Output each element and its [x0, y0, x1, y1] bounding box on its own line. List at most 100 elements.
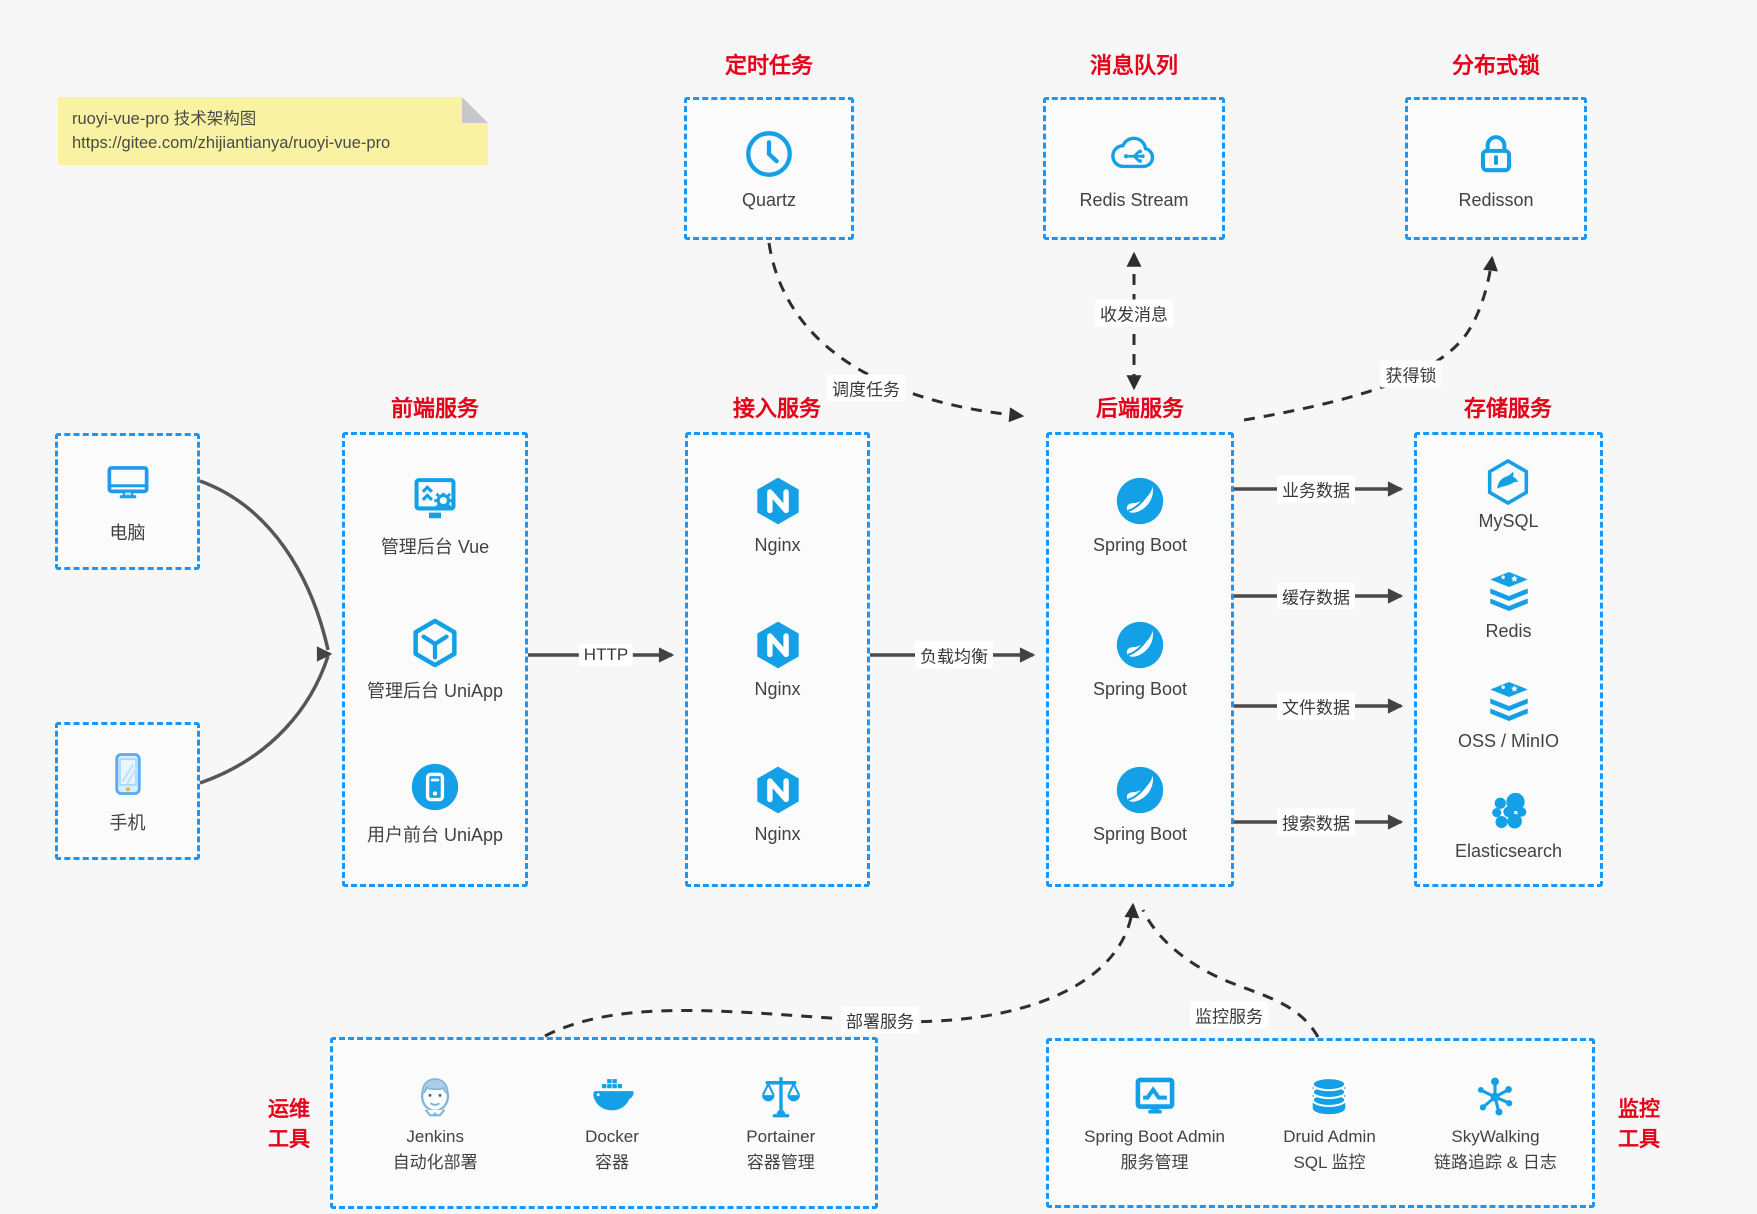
node-label: Spring Boot: [1092, 823, 1188, 844]
jenkins-icon: [410, 1072, 460, 1122]
nginx-icon: [751, 474, 805, 528]
docker-icon: [587, 1072, 637, 1122]
node-druid-admin: Druid Admin SQL 监控: [1283, 1072, 1376, 1174]
group-title-line: 运维: [268, 1098, 310, 1121]
edge-label-deploy: 部署服务: [841, 1006, 919, 1034]
node-quartz: Quartz: [684, 97, 854, 240]
node-label: Nginx: [754, 679, 801, 700]
node-admin-uniapp: 管理后台 UniApp: [367, 616, 503, 703]
edge-label-load-balance: 负载均衡: [915, 641, 993, 669]
database-icon: [1304, 1072, 1354, 1122]
node-spring-boot-admin: Spring Boot Admin 服务管理: [1084, 1072, 1225, 1174]
spring-boot-icon: [1113, 763, 1167, 817]
mysql-icon: [1483, 457, 1533, 507]
edge-label-schedule-task: 调度任务: [827, 374, 905, 402]
group-title-message-queue: 消息队列: [1089, 53, 1179, 78]
node-springboot-2: Spring Boot: [1093, 618, 1187, 700]
portainer-icon: [756, 1072, 806, 1122]
edge-label-acquire-lock: 获得锁: [1380, 360, 1442, 388]
uniapp-hexagon-icon: [408, 616, 462, 670]
elasticsearch-icon: [1483, 787, 1533, 837]
node-sublabel: 容器: [594, 1153, 629, 1172]
group-backend: Spring Boot Spring Boot Spring Boot: [1046, 432, 1234, 887]
desktop-icon: [102, 458, 154, 510]
node-nginx-3: Nginx: [751, 763, 805, 845]
node-label: Jenkins: [406, 1127, 464, 1146]
nginx-icon: [751, 763, 805, 817]
node-label: Nginx: [754, 535, 801, 556]
node-sublabel: SQL 监控: [1293, 1153, 1366, 1172]
admin-vue-icon: [408, 472, 462, 526]
node-label: Quartz: [741, 189, 797, 210]
edge-label-business-data: 业务数据: [1277, 475, 1355, 503]
group-ops-tools: Jenkins 自动化部署 Docker 容器 Portainer 容器管理: [330, 1037, 878, 1209]
edge-label-messages: 收发消息: [1095, 299, 1173, 327]
node-redis: Redis: [1484, 567, 1534, 642]
phone-icon: [102, 748, 154, 800]
spring-boot-icon: [1113, 618, 1167, 672]
node-label: Portainer: [746, 1127, 816, 1146]
nginx-icon: [751, 618, 805, 672]
user-app-icon: [408, 760, 462, 814]
group-title-storage: 存储服务: [1463, 396, 1553, 421]
note-url: https://gitee.com/zhijiantianya/ruoyi-vu…: [72, 134, 391, 152]
group-storage: MySQL Redis OSS / MinIO Elasticsearch: [1414, 432, 1603, 887]
edge-label-cache-data: 缓存数据: [1277, 582, 1355, 610]
edge-label-monitor: 监控服务: [1190, 1001, 1268, 1029]
node-label: Redis: [1485, 620, 1532, 641]
group-title-gateway: 接入服务: [732, 396, 822, 421]
node-oss-minio: OSS / MinIO: [1458, 677, 1559, 752]
group-monitor-tools: Spring Boot Admin 服务管理 Druid Admin SQL 监…: [1046, 1038, 1595, 1208]
node-label: Docker: [585, 1127, 639, 1146]
spring-boot-admin-icon: [1130, 1072, 1180, 1122]
node-label: 管理后台 Vue: [380, 536, 490, 557]
node-label: OSS / MinIO: [1457, 731, 1560, 752]
node-label: Elasticsearch: [1454, 841, 1563, 862]
node-label: Spring Boot: [1092, 679, 1188, 700]
node-springboot-1: Spring Boot: [1093, 474, 1187, 556]
node-sublabel: 自动化部署: [392, 1153, 478, 1172]
node-portainer: Portainer 容器管理: [746, 1072, 815, 1174]
group-title-line: 工具: [268, 1128, 310, 1151]
node-jenkins: Jenkins 自动化部署: [393, 1072, 478, 1174]
clock-icon: [742, 127, 796, 181]
node-label: Spring Boot: [1092, 535, 1188, 556]
sticky-note: ruoyi-vue-pro 技术架构图 https://gitee.com/zh…: [58, 97, 488, 165]
node-sublabel: 容器管理: [746, 1153, 815, 1172]
node-label: 用户前台 UniApp: [366, 825, 504, 846]
note-title: ruoyi-vue-pro 技术架构图: [72, 110, 257, 128]
node-docker: Docker 容器: [585, 1072, 639, 1174]
node-label: 手机: [109, 812, 146, 833]
node-admin-vue: 管理后台 Vue: [381, 472, 489, 559]
node-label: Druid Admin: [1283, 1127, 1376, 1146]
node-elasticsearch: Elasticsearch: [1455, 787, 1562, 862]
node-sublabel: 链路追踪 & 日志: [1434, 1153, 1557, 1172]
node-mobile-client: 手机: [55, 722, 200, 860]
lock-icon: [1469, 127, 1523, 181]
node-redisson: Redisson: [1405, 97, 1587, 240]
node-label: Redis Stream: [1079, 189, 1189, 210]
node-nginx-1: Nginx: [751, 474, 805, 556]
node-user-uniapp: 用户前台 UniApp: [367, 760, 503, 847]
group-title-line: 工具: [1618, 1128, 1660, 1151]
acquire-lock-arrow: [1243, 255, 1498, 422]
node-label: SkyWalking: [1451, 1127, 1540, 1146]
client-merge-arrow: [199, 479, 333, 785]
group-title-ops-tools: 运维 工具: [258, 1095, 320, 1155]
node-redis-stream: Redis Stream: [1043, 97, 1225, 240]
redis-icon: [1484, 567, 1534, 617]
skywalking-icon: [1470, 1072, 1520, 1122]
deploy-service-arrow: [544, 902, 1140, 1038]
group-title-monitor-tools: 监控 工具: [1608, 1095, 1670, 1155]
edge-label-search-data: 搜索数据: [1277, 808, 1355, 836]
storage-stack-icon: [1484, 677, 1534, 727]
group-title-line: 监控: [1618, 1098, 1660, 1121]
node-springboot-3: Spring Boot: [1093, 763, 1187, 845]
node-label: 电脑: [109, 523, 146, 543]
node-pc-client: 电脑: [55, 433, 200, 570]
group-title-distributed-lock: 分布式锁: [1451, 53, 1541, 78]
node-label: 管理后台 UniApp: [366, 680, 504, 701]
node-sublabel: 服务管理: [1120, 1153, 1189, 1172]
node-label: MySQL: [1478, 510, 1539, 531]
